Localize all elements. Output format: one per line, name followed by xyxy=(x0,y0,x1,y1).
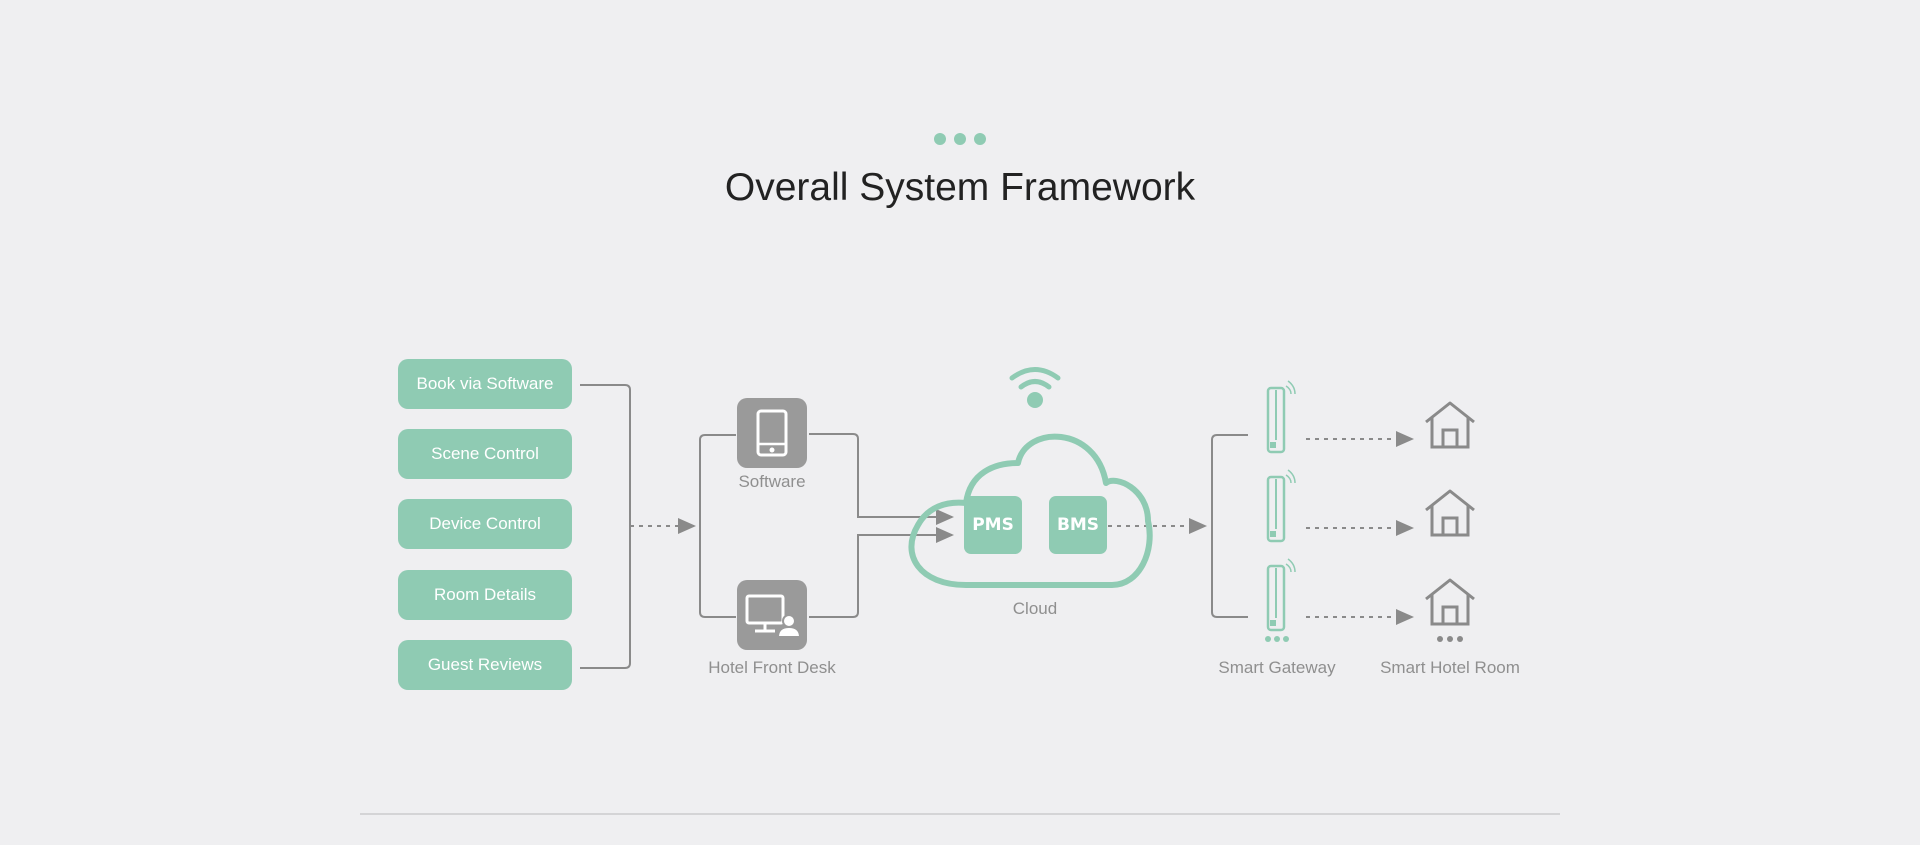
feature-scene-control: Scene Control xyxy=(398,429,572,479)
feature-room-details: Room Details xyxy=(398,570,572,620)
house-icon xyxy=(1425,489,1475,537)
room-column xyxy=(1425,401,1475,642)
dot-icon xyxy=(954,133,966,145)
gateway-column xyxy=(1265,380,1296,642)
gateway-icon xyxy=(1266,380,1296,454)
gateway-label: Smart Gateway xyxy=(1218,658,1336,677)
feature-device-control: Device Control xyxy=(398,499,572,549)
page-title: Overall System Framework xyxy=(724,166,1196,209)
house-icon xyxy=(1425,401,1475,449)
cloud-icon xyxy=(908,367,1153,588)
pms-box: PMS xyxy=(964,496,1022,554)
wifi-icon xyxy=(1009,367,1061,408)
decorative-dots xyxy=(934,133,986,145)
feature-guest-reviews: Guest Reviews xyxy=(398,640,572,690)
cloud-label: Cloud xyxy=(1012,599,1058,618)
bms-box: BMS xyxy=(1049,496,1107,554)
software-node xyxy=(737,398,807,468)
room-label: Smart Hotel Room xyxy=(1380,658,1520,677)
more-dots-icon xyxy=(1265,636,1289,642)
front-desk-label: Hotel Front Desk xyxy=(708,658,836,677)
tablet-icon xyxy=(756,409,788,457)
computer-user-icon xyxy=(745,594,802,638)
dot-icon xyxy=(974,133,986,145)
dot-icon xyxy=(934,133,946,145)
gateway-icon xyxy=(1266,469,1296,543)
feature-book-via-software: Book via Software xyxy=(398,359,572,409)
gateway-icon xyxy=(1266,558,1296,632)
house-icon xyxy=(1425,578,1475,626)
front-desk-node xyxy=(737,580,807,650)
more-dots-icon xyxy=(1437,636,1463,642)
software-label: Software xyxy=(738,472,806,491)
divider xyxy=(360,813,1560,815)
